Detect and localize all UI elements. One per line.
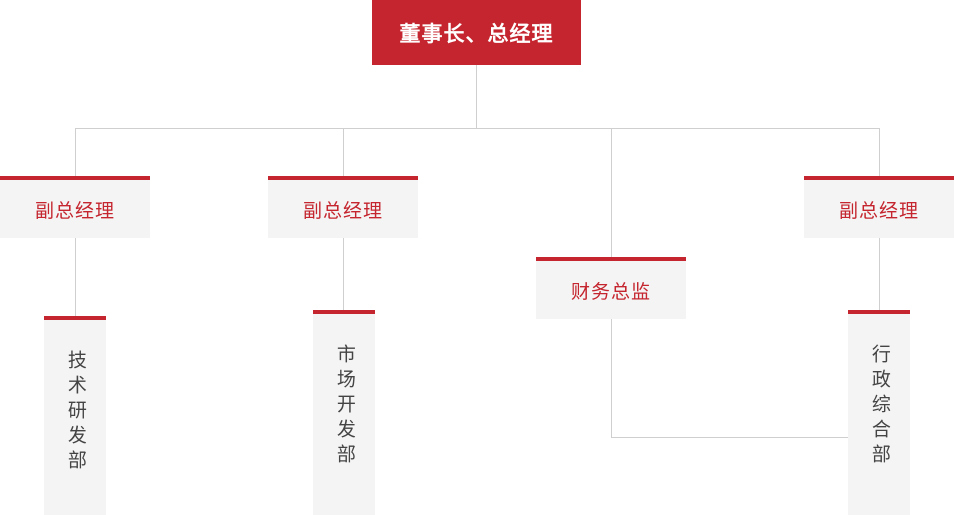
node-chairman-general-manager[interactable]: 董事长、总经理	[372, 0, 581, 65]
node-finance-director[interactable]: 财务总监	[536, 257, 686, 319]
connector-drop-branch-4	[879, 128, 880, 176]
node-deputy-general-manager-1[interactable]: 副总经理	[0, 176, 150, 238]
node-label: 副总经理	[34, 199, 115, 222]
node-dept-rd[interactable]: 技术研发部	[44, 316, 106, 515]
connector-branch2-to-market-dept	[343, 238, 344, 316]
node-deputy-general-manager-2[interactable]: 副总经理	[268, 176, 418, 238]
node-dept-market[interactable]: 市场开发部	[313, 310, 375, 515]
node-label: 市场开发部	[333, 344, 356, 469]
node-label: 董事长、总经理	[399, 21, 554, 46]
connector-branch1-to-rd-dept	[75, 238, 76, 316]
node-label: 行政综合部	[868, 344, 891, 469]
node-label: 财务总监	[570, 280, 651, 303]
connector-distribution-bar	[75, 128, 880, 129]
node-deputy-general-manager-3[interactable]: 副总经理	[804, 176, 954, 238]
connector-drop-branch-3	[611, 128, 612, 257]
connector-drop-branch-2	[343, 128, 344, 176]
node-label: 副总经理	[838, 199, 919, 222]
connector-branch4-to-admin-dept	[879, 238, 880, 316]
node-dept-admin[interactable]: 行政综合部	[848, 310, 910, 515]
node-label: 副总经理	[302, 199, 383, 222]
connector-finance-branch-down	[611, 319, 612, 438]
connector-root-stem	[476, 65, 477, 129]
connector-elbow-to-admin-dept	[611, 437, 849, 438]
connector-drop-branch-1	[75, 128, 76, 176]
node-label: 技术研发部	[64, 350, 87, 475]
